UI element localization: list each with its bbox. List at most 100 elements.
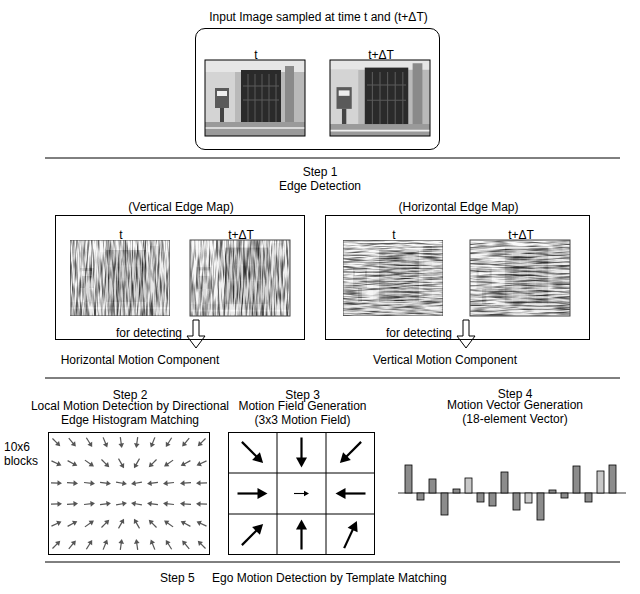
vector-bars-part <box>513 493 520 510</box>
edge-map <box>466 237 575 320</box>
caption: t <box>254 48 257 62</box>
image-frame: t+ΔT <box>331 61 431 137</box>
edge-map-frame <box>470 240 570 316</box>
separator-line-part <box>45 562 620 563</box>
text-holder: for detecting <box>356 323 452 341</box>
image-frame: t+ΔT <box>471 241 571 317</box>
vector-bars-part <box>429 479 436 493</box>
motion-field-arrows-part <box>339 519 362 551</box>
image-frame: t <box>344 241 444 317</box>
local-motion-field <box>50 436 207 550</box>
photo-t-dt <box>326 57 435 140</box>
edge-map-part <box>70 240 170 316</box>
motion-field-arrows-part <box>336 488 366 499</box>
motion-grid-part <box>228 473 375 474</box>
text-holder: Horizontal Motion Component <box>0 350 290 368</box>
motion-block-box: Step 2Local Motion Detection by Directio… <box>48 432 210 555</box>
edge-map <box>343 240 443 316</box>
edge-map <box>186 237 295 320</box>
edge-map-part <box>186 237 295 320</box>
text-holder: Vertical Motion Component <box>295 350 595 368</box>
caption: t+ΔT <box>368 48 394 62</box>
edge-map-box: tt+ΔT(Horizontal Edge Map)for detecting <box>325 215 590 340</box>
edge-map-box: tt+ΔT(Vertical Edge Map)for detecting <box>55 215 305 340</box>
vector-bars-part <box>537 493 544 520</box>
image-frame: t <box>71 241 171 317</box>
edge-map-part <box>70 240 170 316</box>
vector-bars-part <box>489 493 496 506</box>
local-motion-field-part <box>50 436 127 487</box>
caption: Input Image sampled at time t and (t+ΔT) <box>209 10 427 24</box>
component-label: Vertical Motion Component <box>373 353 517 367</box>
photo-t <box>205 60 305 136</box>
local-motion-field-part <box>131 436 208 487</box>
vector-bars <box>405 465 616 520</box>
vector-bars-part <box>573 466 580 493</box>
text-holder: for detecting <box>86 323 182 341</box>
text-holder: (Vertical Edge Map) <box>31 197 331 215</box>
caption: (Vertical Edge Map) <box>128 200 233 214</box>
hollow-arrow <box>187 320 205 348</box>
motion-field-arrows-part <box>336 438 365 467</box>
note: for detecting <box>116 326 182 340</box>
step-title: Step 1 <box>303 165 338 179</box>
motion-grid-part <box>326 432 327 555</box>
photo-frame <box>330 60 430 136</box>
separator-line-part <box>45 378 620 379</box>
vector-bars-part <box>465 478 472 493</box>
edge-map-part <box>466 237 575 320</box>
text-holder: Motion Field Generation (3x3 Motion Fiel… <box>230 399 375 428</box>
motion-field-arrows-part <box>238 438 267 467</box>
edge-map-part <box>466 237 575 320</box>
text-holder: (Horizontal Edge Map) <box>309 197 609 215</box>
text-holder: Motion Vector Generation (18-element Vec… <box>435 398 595 427</box>
vector-bars-part <box>405 465 412 493</box>
edge-map-part <box>343 240 443 316</box>
text-holder: t <box>106 45 406 63</box>
grid-size-label: 10x6 blocks <box>4 440 44 468</box>
edge-map-part <box>343 240 443 316</box>
image-frame: t <box>206 61 306 137</box>
motion-grid <box>228 432 375 555</box>
separator-line-part <box>45 158 620 159</box>
step-description: Ego Motion Detection by Template Matchin… <box>212 571 447 585</box>
vector-bars-part <box>609 465 616 493</box>
input-box: tt+ΔTInput Image sampled at time t and (… <box>195 28 440 150</box>
image-frame: t+ΔT <box>191 241 291 317</box>
text-holder: Step 1 <box>170 162 470 180</box>
motion-field-arrows-part <box>238 520 267 549</box>
edge-map-frame <box>190 240 290 316</box>
vector-bars-part <box>501 472 508 493</box>
vector-bars-part <box>561 493 568 498</box>
motion-grid-part <box>277 432 278 555</box>
vector-bars-part <box>477 493 484 502</box>
photo-t-dt-part <box>326 57 435 140</box>
text-holder: Edge Detection <box>170 176 470 194</box>
text-holder: Input Image sampled at time t and (t+ΔT) <box>169 7 469 25</box>
text-holder: Step 5 <box>160 568 195 586</box>
motion-field-arrows-part <box>294 491 309 497</box>
motion-field-arrows-part <box>238 488 268 499</box>
text-holder: t <box>244 225 544 243</box>
step-description: Motion Field Generation (3x3 Motion Fiel… <box>230 399 375 427</box>
text-holder: t+ΔT <box>371 225 640 243</box>
edge-map-part <box>343 240 443 316</box>
edge-map-part <box>186 237 295 320</box>
step-description: Motion Vector Generation (18-element Vec… <box>435 398 595 426</box>
text-holder: Local Motion Detection by Directional Ed… <box>25 399 235 428</box>
edge-map-part <box>343 240 443 316</box>
motion-field-arrows-part <box>296 438 307 468</box>
motion-field-arrows <box>238 438 366 551</box>
photo-t-part <box>205 60 305 136</box>
hollow-arrow <box>457 320 475 348</box>
edge-map-part <box>70 240 170 316</box>
edge-map-part <box>186 237 295 320</box>
vector-bars-part <box>549 490 556 493</box>
edge-map <box>70 240 170 316</box>
caption: (Horizontal Edge Map) <box>398 200 518 214</box>
motion-grid-part <box>228 514 375 515</box>
text-holder: t+ΔT <box>91 225 391 243</box>
motion-field-box: Step 3Motion Field Generation (3x3 Motio… <box>228 432 375 555</box>
caption: t <box>119 228 122 242</box>
